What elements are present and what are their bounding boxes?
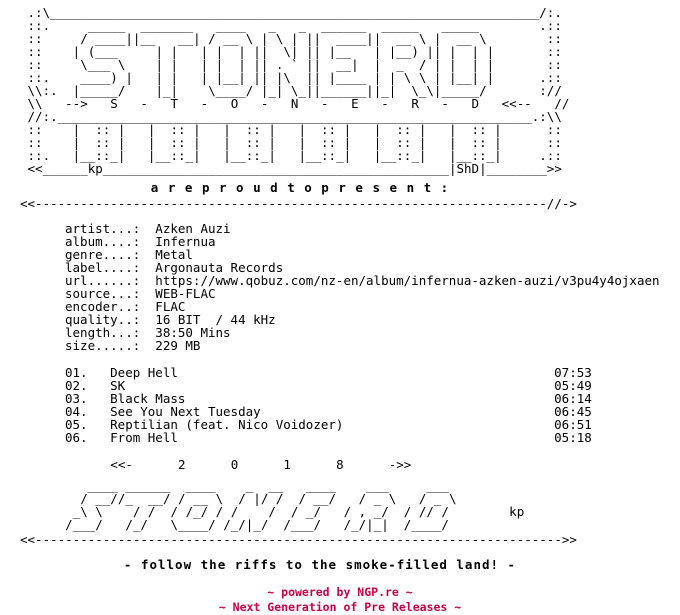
info-row-label: label....: Argonauta Records	[65, 261, 680, 274]
track-duration: 06:14	[554, 391, 592, 406]
track-duration: 06:51	[554, 417, 592, 432]
info-row-album: album....: Infernua	[65, 235, 680, 248]
track-title: From Hell	[110, 430, 178, 445]
track-duration: 05:18	[554, 430, 592, 445]
track-duration: 07:53	[554, 365, 592, 380]
info-value: Infernua	[155, 234, 216, 249]
info-label: encoder..:	[65, 299, 141, 314]
track-number: 06.	[65, 430, 88, 445]
track-row: 03. Black Mass 06:14	[65, 392, 592, 405]
powered-by-section: ~ powered by NGP.re ~ ~ Next Generation …	[20, 585, 660, 615]
info-value: 38:50 Mins	[155, 325, 231, 340]
info-value: 16 BIT / 44 kHz	[155, 312, 276, 327]
track-number: 01.	[65, 365, 88, 380]
info-label: source...:	[65, 286, 141, 301]
header-ascii-art-top: .:\_____________________________________…	[27, 5, 562, 98]
info-row-genre: genre....: Metal	[65, 248, 680, 261]
info-label: album....:	[65, 234, 141, 249]
track-title: SK	[110, 378, 126, 393]
info-label: url......:	[65, 273, 141, 288]
track-row: 05. Reptilian (feat. Nico Voidozer) 06:51	[65, 418, 592, 431]
track-number: 02.	[65, 378, 88, 393]
info-label: genre....:	[65, 247, 141, 262]
track-duration: 06:45	[554, 404, 592, 419]
info-value: 229 MB	[155, 338, 201, 353]
info-row-artist: artist...: Azken Auzi	[65, 222, 680, 235]
info-label: length...:	[65, 325, 141, 340]
track-duration: 05:49	[554, 378, 592, 393]
info-label: size.....:	[65, 338, 141, 353]
info-row-source: source...: WEB-FLAC	[65, 287, 680, 300]
header-ascii-art-bottom: //:.____________________________________…	[27, 109, 562, 176]
info-label: artist...:	[65, 221, 141, 236]
info-label: label....:	[65, 260, 141, 275]
info-row-url: url......: https://www.qobuz.com/nz-en/al…	[65, 274, 680, 287]
year-banner: <<- 2 0 1 8 ->>	[20, 457, 412, 472]
track-title: Black Mass	[110, 391, 186, 406]
tracklist: 01. Deep Hell 07:53 02. SK 05:49 03. Black Ma…	[65, 366, 680, 444]
track-row: 02. SK 05:49	[65, 379, 592, 392]
track-row: 01. Deep Hell 07:53	[65, 366, 592, 379]
info-row-quality: quality..: 16 BIT / 44 kHz	[65, 313, 680, 326]
track-row: 06. From Hell 05:18	[65, 431, 592, 444]
track-number: 04.	[65, 404, 88, 419]
release-info-section: artist...:Azken Auzi album....:Infernua …	[65, 222, 680, 352]
track-title: Deep Hell	[110, 365, 178, 380]
separator-bottom: <<--------------------------------------…	[20, 532, 577, 547]
track-title: See You Next Tuesday	[110, 404, 261, 419]
powered-by-line: ~ powered by NGP.re ~	[267, 585, 413, 599]
info-row-length: length...: 38:50 Mins	[65, 326, 680, 339]
tagline: - follow the riffs to the smoke-filled l…	[123, 557, 517, 572]
info-value: Argonauta Records	[155, 260, 284, 275]
info-value: Metal	[155, 247, 193, 262]
info-value-url: https://www.qobuz.com/nz-en/album/infern…	[155, 273, 660, 288]
info-value: WEB-FLAC	[155, 286, 216, 301]
present-line: a r e p r o u d t o p r e s e n t :	[150, 180, 450, 195]
info-label: quality..:	[65, 312, 141, 327]
footer-ascii-art: ____ ______ ____ _ __ ____ ___ ___ / __/…	[65, 478, 525, 532]
track-number: 05.	[65, 417, 88, 432]
track-row: 04. See You Next Tuesday 06:45	[65, 405, 592, 418]
track-title: Reptilian (feat. Nico Voidozer)	[110, 417, 344, 432]
info-value: Azken Auzi	[155, 221, 231, 236]
nextgen-line: ~ Next Generation of Pre Releases ~	[218, 600, 462, 614]
info-value: FLAC	[155, 299, 186, 314]
info-row-encoder: encoder..: FLAC	[65, 300, 680, 313]
separator-top: <<--------------------------------------…	[20, 196, 577, 211]
track-number: 03.	[65, 391, 88, 406]
group-name-banner: \\ --> S - T - O - N - E - R - D <<-- //	[20, 96, 570, 111]
info-row-size: size.....: 229 MB	[65, 339, 680, 352]
